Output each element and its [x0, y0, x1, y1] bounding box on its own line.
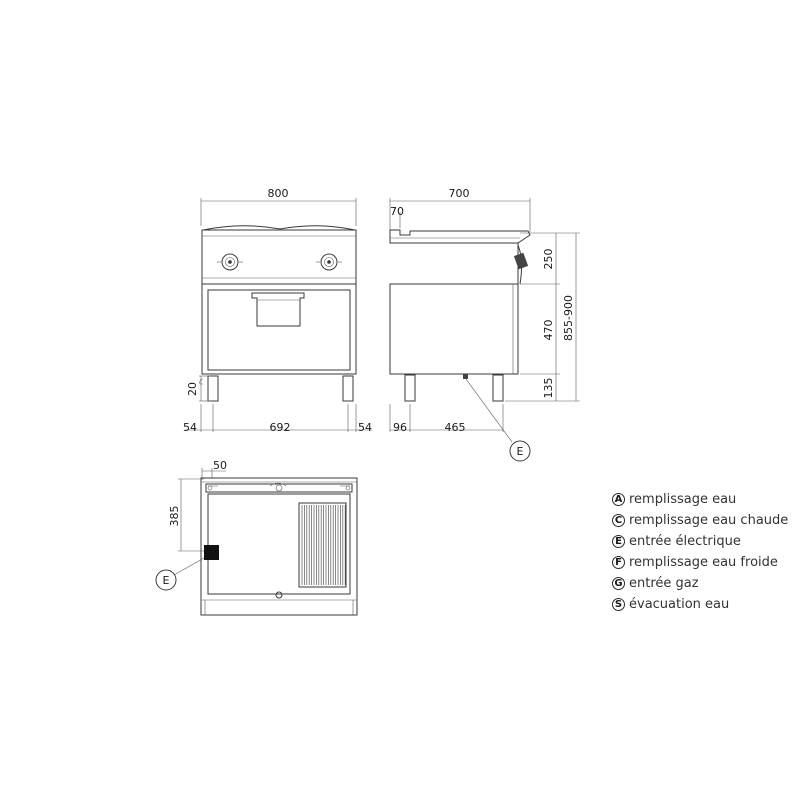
ribbed-griddle-zone — [298, 502, 347, 588]
side-callout-circle — [509, 440, 531, 462]
legend-letter-c: C — [612, 514, 625, 527]
dim-side-control: 250 — [542, 249, 555, 270]
dim-front-inner: 692 — [270, 421, 291, 434]
legend-item-e: E entrée électrique — [612, 531, 788, 552]
legend-text-g: entrée gaz — [629, 576, 699, 591]
top-view: 50 385 E — [155, 459, 358, 616]
electric-inlet-marker — [204, 545, 219, 560]
side-knob-icon — [513, 252, 529, 270]
legend-item-a: A remplissage eau — [612, 489, 788, 510]
legend-text-e: entrée électrique — [629, 534, 741, 549]
legend-letter-s: S — [612, 598, 625, 611]
legend-item-c: C remplissage eau chaude — [612, 510, 788, 531]
legend-item-g: G entrée gaz — [612, 573, 788, 594]
legend-text-c: remplissage eau chaude — [629, 513, 789, 528]
legend-text-a: remplissage eau — [629, 492, 737, 507]
dim-side-front-offset: 96 — [393, 421, 407, 434]
legend-text-f: remplissage eau froide — [629, 555, 778, 570]
dim-top-offset-x: 50 — [213, 459, 227, 472]
right-knob-icon — [316, 253, 342, 271]
legend-letter-f: F — [612, 556, 625, 569]
legend-letter-e: E — [612, 535, 625, 548]
side-callout-e: E — [517, 445, 524, 458]
dim-side-depth: 700 — [449, 187, 470, 200]
legend-item-f: F remplissage eau froide — [612, 552, 788, 573]
left-knob-icon — [217, 253, 243, 271]
connection-legend: A remplissage eau C remplissage eau chau… — [612, 489, 788, 615]
legend-letter-g: G — [612, 577, 625, 590]
dim-front-width: 800 — [268, 187, 289, 200]
dim-side-cabinet: 470 — [542, 320, 555, 341]
top-callout-e: E — [163, 574, 170, 587]
dim-side-gas-offset: 465 — [445, 421, 466, 434]
legend-text-s: évacuation eau — [629, 597, 730, 612]
dim-front-right-foot: 54 — [358, 421, 372, 434]
top-callout-circle — [155, 569, 177, 591]
dim-foot-height: 20 — [186, 382, 199, 396]
gas-inlet-marker — [463, 374, 468, 379]
side-view: 700 70 250 470 135 855-900 — [389, 187, 580, 462]
dim-top-offset-y: 385 — [168, 506, 181, 527]
dim-side-legs: 135 — [542, 378, 555, 399]
drain-hole-icon — [275, 591, 283, 599]
dim-front-left-foot: 54 — [183, 421, 197, 434]
front-view: 800 — [183, 187, 372, 434]
dim-side-total: 855-900 — [562, 295, 575, 341]
dim-side-top: 70 — [390, 205, 404, 218]
legend-item-s: S évacuation eau — [612, 594, 788, 615]
legend-letter-a: A — [612, 493, 625, 506]
